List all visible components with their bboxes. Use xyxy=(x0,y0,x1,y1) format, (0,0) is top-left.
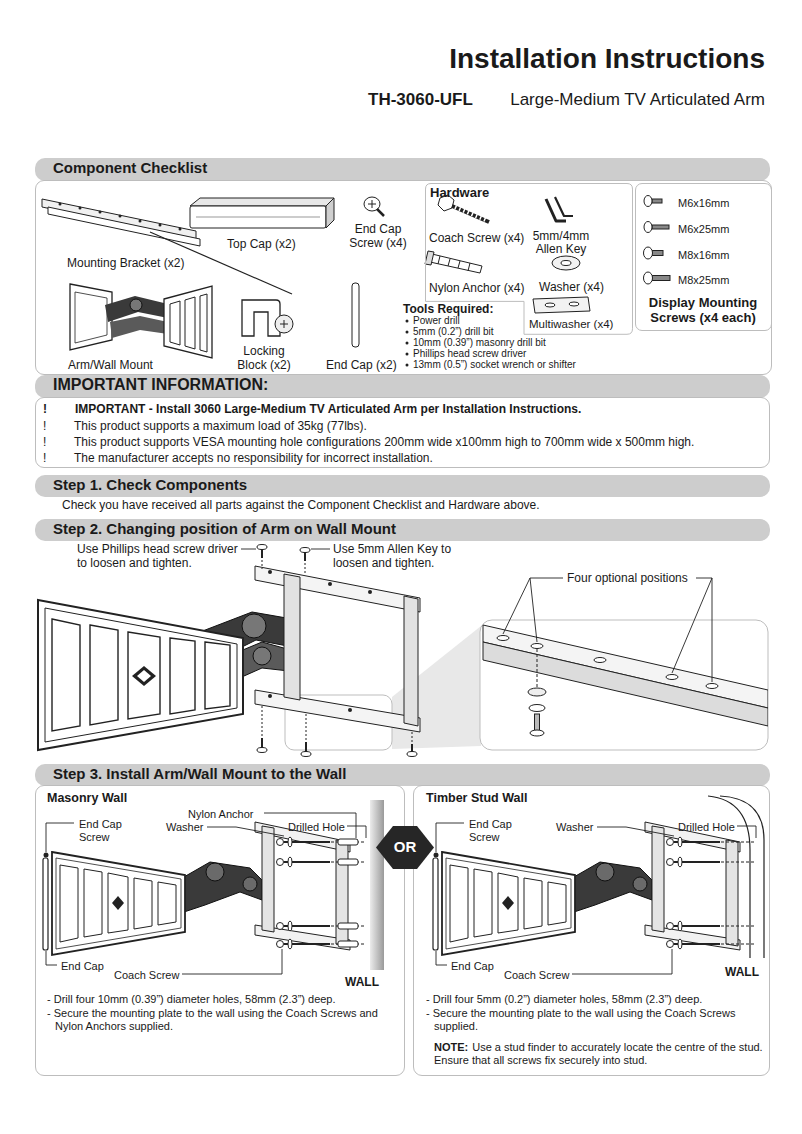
part-name: End Cap (x2) xyxy=(326,358,397,372)
callout-label: Washer xyxy=(556,821,594,834)
box-heading: Hardware xyxy=(430,185,489,201)
locking-block-icon xyxy=(242,300,293,336)
method-panel: Timber Stud WallEnd Cap Screw Washer Drill… xyxy=(413,785,770,1076)
callout-label: Coach Screw xyxy=(114,969,179,982)
instruction-note: Use Phillips head screw driver to loosen… xyxy=(77,542,245,570)
tool-item: Power drill xyxy=(413,315,460,326)
end-cap-icon xyxy=(352,283,359,347)
part-name: 5mm/4mm Allen Key xyxy=(531,230,591,256)
arm-wall-mount-icon xyxy=(70,284,212,358)
model-number: TH-3060-UFL xyxy=(368,90,473,110)
section-band: IMPORTANT INFORMATION: xyxy=(35,375,770,398)
part-name: Top Cap (x2) xyxy=(227,237,296,251)
info-line: IMPORTANT - Install 3060 Large-Medium TV… xyxy=(75,402,581,416)
note-block: NOTE:Use a stud finder to accurately loc… xyxy=(434,1041,764,1067)
info-line: The manufacturer accepts no responsibili… xyxy=(74,451,433,465)
method-panel: Masonry WallEnd Cap Screw Nylon AnchorWas… xyxy=(35,785,405,1076)
callout-label: Nylon Anchor xyxy=(188,808,253,821)
box-heading: Display Mounting Screws (x4 each) xyxy=(638,295,768,325)
note-label: NOTE: xyxy=(434,1041,468,1053)
section-title: Step 1. Check Components xyxy=(53,475,247,494)
part-name: Arm/Wall Mount xyxy=(68,358,153,372)
callout-label: End Cap xyxy=(61,960,104,973)
nylon-anchor-icon xyxy=(425,251,482,273)
warning-mark: ! xyxy=(43,451,46,465)
screw-size: M6x25mm xyxy=(678,223,729,236)
bullet-dots xyxy=(406,320,409,367)
tool-item: 5mm (0.2”) drill bit xyxy=(413,326,494,337)
tool-item: 10mm (0.39”) masonry drill bit xyxy=(413,337,546,348)
part-name: Locking Block (x2) xyxy=(233,344,295,372)
masonry-figure xyxy=(43,800,384,974)
part-name: Nylon Anchor (x4) xyxy=(429,281,524,295)
callout-label: End Cap Screw xyxy=(79,818,125,844)
part-name: End Cap Screw (x4) xyxy=(346,222,410,250)
instruction-text: - Drill four 5mm (0.2”) diameter holes, … xyxy=(426,993,702,1006)
note-text: Use a stud finder to accurately locate t… xyxy=(434,1041,763,1066)
section-title: Component Checklist xyxy=(53,158,207,178)
instruction-text: - Secure the mounting plate to the wall … xyxy=(47,1007,385,1033)
washer-icon xyxy=(552,256,580,270)
wall-label: WALL xyxy=(345,975,379,989)
callout-label: Coach Screw xyxy=(504,969,569,982)
screws-box: M6x16mmM6x25mmM8x16mmM8x25mmDisplay Moun… xyxy=(635,183,772,331)
tool-item: 13mm (0.5”) socket wrench or shifter xyxy=(413,359,576,370)
wall-label: WALL xyxy=(725,965,759,979)
section-band: Step 2. Changing position of Arm on Wall… xyxy=(35,519,770,541)
callout-label: Drilled Hole xyxy=(288,821,345,834)
part-name: Coach Screw (x4) xyxy=(429,231,524,245)
section-title: Step 3. Install Arm/Wall Mount to the Wa… xyxy=(53,764,346,783)
info-line: This product supports VESA mounting hole… xyxy=(74,435,694,449)
tool-item: Phillips head screw driver xyxy=(413,348,526,359)
section-band: Step 3. Install Arm/Wall Mount to the Wa… xyxy=(35,764,770,786)
checklist-panel: Top Cap (x2) End Cap Screw (x4) Mounting B… xyxy=(35,180,772,375)
tools-heading: Tools Required: xyxy=(403,302,493,316)
warning-mark: ! xyxy=(43,435,46,449)
warning-mark: ! xyxy=(43,419,46,433)
callout-label: Four optional positions xyxy=(567,571,688,585)
info-line: This product supports a maximum load of … xyxy=(74,419,367,433)
screw-size: M8x16mm xyxy=(678,249,729,262)
section-band: Step 1. Check Components xyxy=(35,475,770,497)
part-name: Mounting Bracket (x2) xyxy=(67,256,184,270)
multiwasher-icon xyxy=(533,297,590,313)
info-panel: ! IMPORTANT - Install 3060 Large-Medium T… xyxy=(35,397,770,468)
warning-mark: ! xyxy=(43,402,47,416)
or-label: OR xyxy=(375,838,435,856)
end-cap-screw-icon xyxy=(364,197,384,216)
panel-heading: Timber Stud Wall xyxy=(426,791,527,806)
panel-heading: Masonry Wall xyxy=(47,791,127,806)
screw-size: M6x16mm xyxy=(678,197,729,210)
display-screw-icons xyxy=(644,196,671,285)
instruction-text: - Drill four 10mm (0.39”) diameter holes… xyxy=(47,993,336,1006)
step-text: Check you have received all parts agains… xyxy=(62,498,540,512)
part-name: Multiwasher (x4) xyxy=(529,318,613,332)
callout-label: Drilled Hole xyxy=(678,821,735,834)
step2-figure xyxy=(38,545,768,757)
screw-size: M8x25mm xyxy=(678,274,729,287)
section-title: IMPORTANT INFORMATION: xyxy=(53,375,268,395)
callout-label: Washer xyxy=(166,821,204,834)
top-cap-icon xyxy=(190,198,334,228)
page-title: Installation Instructions xyxy=(449,42,765,76)
callout-label: End Cap xyxy=(451,960,494,973)
or-badge: OR xyxy=(375,824,435,871)
instruction-text: - Secure the mounting plate to the wall … xyxy=(426,1007,764,1033)
product-name: Large-Medium TV Articulated Arm xyxy=(510,90,765,110)
section-band: Component Checklist xyxy=(35,158,770,181)
timber-figure xyxy=(433,796,764,974)
section-title: Step 2. Changing position of Arm on Wall… xyxy=(53,519,396,538)
allen-key-icon xyxy=(546,197,573,221)
part-name: Washer (x4) xyxy=(539,280,604,294)
or-fill xyxy=(376,826,434,869)
instruction-note: Use 5mm Allen Key to loosen and tighten. xyxy=(333,542,458,570)
callout-label: End Cap Screw xyxy=(469,818,515,844)
